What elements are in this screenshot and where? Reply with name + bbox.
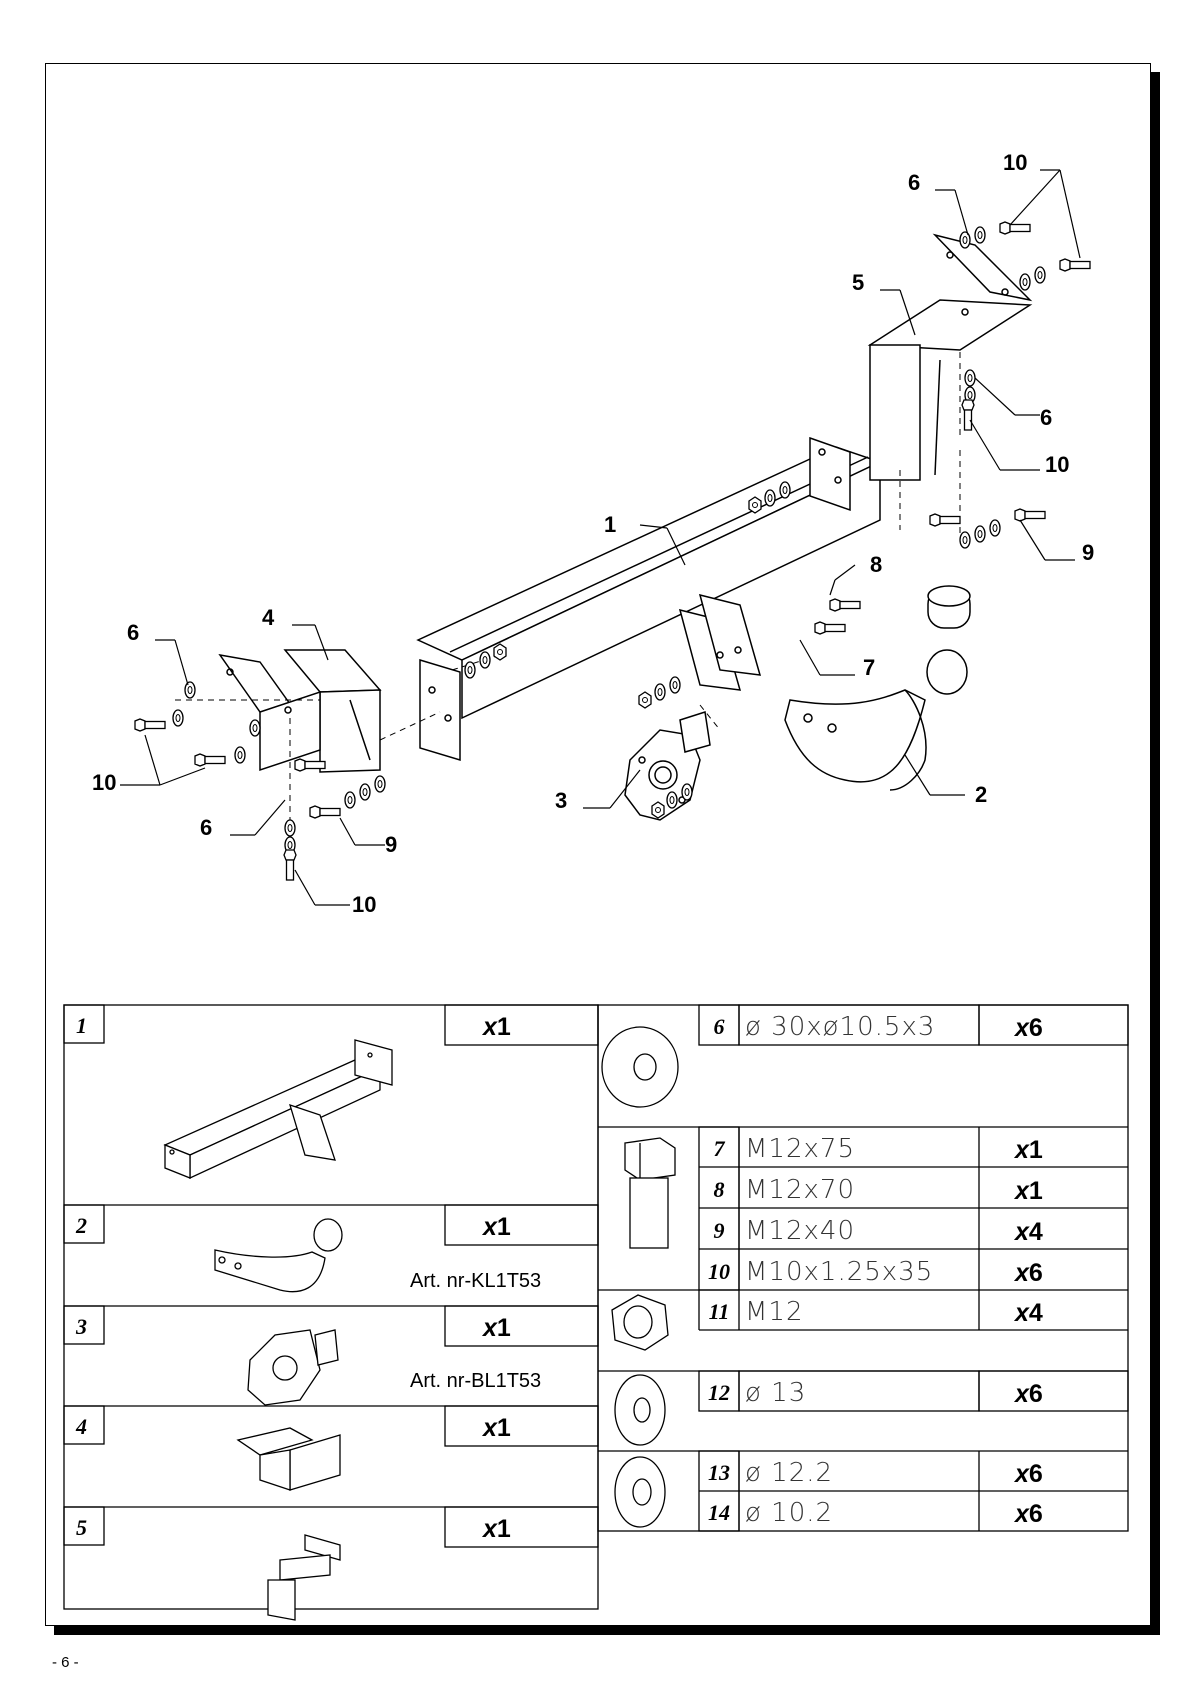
part-qty: x1 — [481, 1515, 511, 1543]
callout-9-right: 9 — [1082, 540, 1094, 565]
thumb-crossbar — [163, 1039, 393, 1180]
part-index: 4 — [75, 1414, 87, 1439]
part-spec: ø 13 — [745, 1378, 806, 1408]
callout-6-left-bottom: 6 — [200, 815, 212, 840]
callout-3: 3 — [555, 788, 567, 813]
part-qty: x4 — [1013, 1299, 1043, 1327]
part-spec: ø 12.2 — [745, 1458, 833, 1488]
towball-part-2 — [784, 585, 971, 791]
frame-shadow-right — [1151, 72, 1160, 1635]
bracket-part-5 — [867, 233, 1033, 481]
part-index: 8 — [714, 1177, 725, 1202]
part-index: 10 — [708, 1259, 730, 1284]
callout-10-bottom: 10 — [352, 892, 376, 917]
callout-6-right-top: 6 — [908, 170, 920, 195]
callout-10-left: 10 — [92, 770, 116, 795]
callout-6-right-bottom: 6 — [1040, 405, 1052, 430]
socket-plate-part-3 — [624, 711, 711, 821]
callout-2: 2 — [975, 782, 987, 807]
part-index: 14 — [708, 1500, 730, 1525]
callout-6-left-top: 6 — [127, 620, 139, 645]
part-qty: x6 — [1013, 1014, 1043, 1042]
callout-labels: 1 2 3 4 5 6 6 6 6 7 8 9 9 10 10 10 10 — [92, 150, 1094, 917]
part-spec: M12x40 — [745, 1216, 855, 1246]
parts-right-text: 6 ø 30xø10.5x3 x6 7 M12x75 x1 8 M12x70 x… — [708, 1012, 1043, 1528]
part-index: 9 — [714, 1218, 725, 1243]
part-spec: M10x1.25x35 — [745, 1257, 933, 1287]
callout-9-left: 9 — [385, 832, 397, 857]
article-number: Art. nr-KL1T53 — [410, 1270, 541, 1292]
thumb-towball — [214, 1218, 343, 1293]
crossbar-part-1 — [416, 436, 882, 762]
part-qty: x6 — [1013, 1500, 1043, 1528]
part-index: 7 — [714, 1136, 726, 1161]
part-index: 6 — [714, 1014, 725, 1039]
thumb-washer-12 — [614, 1374, 666, 1446]
callout-7: 7 — [863, 655, 875, 680]
parts-left-text: 1 x1 2 x1 Art. nr-KL1T53 3 x1 Art. nr-BL… — [75, 1013, 541, 1543]
thumb-bolt — [624, 1137, 676, 1249]
callout-8: 8 — [870, 552, 882, 577]
part-index: 11 — [709, 1299, 730, 1324]
part-qty: x1 — [1013, 1136, 1043, 1164]
part-spec: ø 30xø10.5x3 — [745, 1012, 935, 1042]
part-spec: M12 — [745, 1297, 804, 1327]
part-spec: ø 10.2 — [745, 1498, 833, 1528]
part-qty: x6 — [1013, 1460, 1043, 1488]
part-index: 12 — [708, 1380, 730, 1405]
part-index: 3 — [75, 1314, 87, 1339]
part-qty: x6 — [1013, 1380, 1043, 1408]
callout-10-right: 10 — [1045, 452, 1069, 477]
thumb-socket-plate — [247, 1329, 339, 1406]
callout-4: 4 — [262, 605, 275, 630]
thumb-spring-washer — [614, 1456, 666, 1528]
part-qty: x1 — [481, 1314, 511, 1342]
thumb-washer-6 — [601, 1026, 679, 1108]
part-index: 2 — [75, 1213, 87, 1238]
part-thumbnails — [163, 1026, 679, 1621]
part-index: 5 — [76, 1515, 87, 1540]
part-index: 1 — [76, 1013, 87, 1038]
frame-shadow-bottom — [54, 1626, 1160, 1635]
part-qty: x1 — [1013, 1177, 1043, 1205]
thumb-bracket-5 — [267, 1534, 341, 1621]
part-qty: x1 — [481, 1013, 511, 1041]
thumb-bracket-4 — [236, 1427, 341, 1491]
callout-1: 1 — [604, 512, 616, 537]
exploded-view — [120, 169, 1091, 906]
part-qty: x1 — [481, 1213, 511, 1241]
page-number: - 6 - — [52, 1654, 79, 1671]
part-qty: x1 — [481, 1414, 511, 1442]
article-number: Art. nr-BL1T53 — [410, 1370, 541, 1392]
part-index: 13 — [708, 1460, 730, 1485]
bracket-part-4 — [218, 649, 382, 773]
part-spec: M12x70 — [745, 1175, 855, 1205]
part-qty: x6 — [1013, 1259, 1043, 1287]
parts-table — [63, 1004, 1129, 1610]
part-qty: x4 — [1013, 1218, 1043, 1246]
callout-10-top: 10 — [1003, 150, 1027, 175]
part-spec: M12x75 — [745, 1134, 855, 1164]
callout-5: 5 — [852, 270, 864, 295]
thumb-nut — [611, 1294, 669, 1351]
